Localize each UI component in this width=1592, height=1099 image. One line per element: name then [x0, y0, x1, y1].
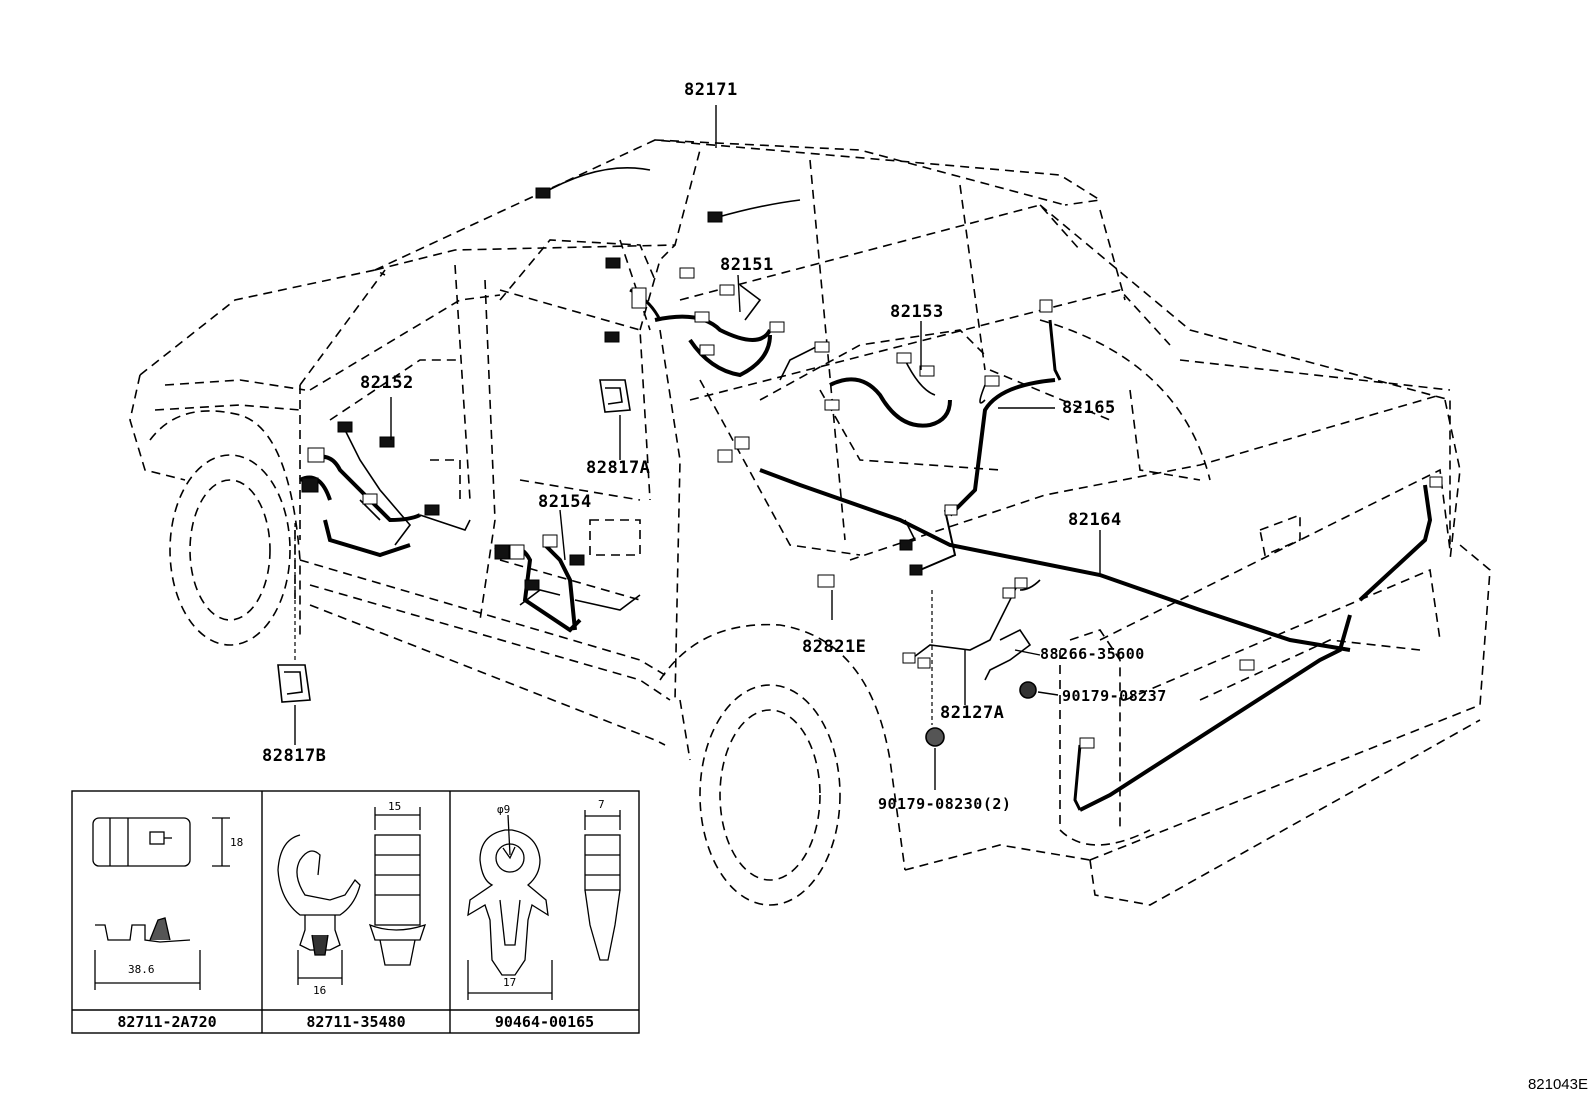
clip-drawing-3: [467, 810, 621, 1000]
callout-82821E: 82821E: [802, 637, 867, 657]
dim-width-7: 7: [598, 798, 605, 811]
dim-height-18: 18: [230, 836, 244, 849]
leader-lines: [294, 105, 1101, 790]
detail-table-frame: [71, 790, 640, 1034]
callout-82152: 82152: [360, 373, 414, 393]
detail-part-90464-00165: 90464-00165: [494, 1013, 595, 1031]
callout-82127A: 82127A: [940, 703, 1005, 723]
callout-90179-08230: 90179-08230(2): [878, 795, 1012, 813]
callout-88266-35600: 88266-35600: [1040, 645, 1145, 663]
callout-82154: 82154: [538, 492, 592, 512]
detail-part-82711-35480: 82711-35480: [306, 1013, 406, 1031]
dim-width-17: 17: [503, 976, 517, 989]
dim-width-16: 16: [313, 984, 327, 997]
dim-length-38-6: 38.6: [128, 963, 155, 976]
clip-drawing-2: [277, 807, 427, 985]
callout-82164: 82164: [1068, 510, 1122, 530]
callout-82165: 82165: [1062, 398, 1116, 418]
clip-drawing-1: [92, 817, 230, 990]
callout-82151: 82151: [720, 255, 774, 275]
callout-82817B: 82817B: [262, 746, 327, 766]
dashed-leaders: [294, 520, 933, 725]
detail-part-82711-2A720: 82711-2A720: [117, 1013, 217, 1031]
clip-parts: [277, 379, 1037, 747]
callout-82171: 82171: [684, 80, 738, 100]
harness-lines: [299, 167, 1433, 812]
catalog-code: 821043E: [1527, 1076, 1588, 1093]
callout-82817A: 82817A: [586, 458, 651, 478]
callout-90179-08237: 90179-08237: [1062, 687, 1167, 705]
dim-width-15: 15: [388, 800, 402, 813]
vehicle-outline: [129, 139, 1491, 906]
connectors: [301, 187, 1443, 749]
callout-82153: 82153: [890, 302, 944, 322]
dim-hole-9: φ9: [497, 803, 511, 816]
